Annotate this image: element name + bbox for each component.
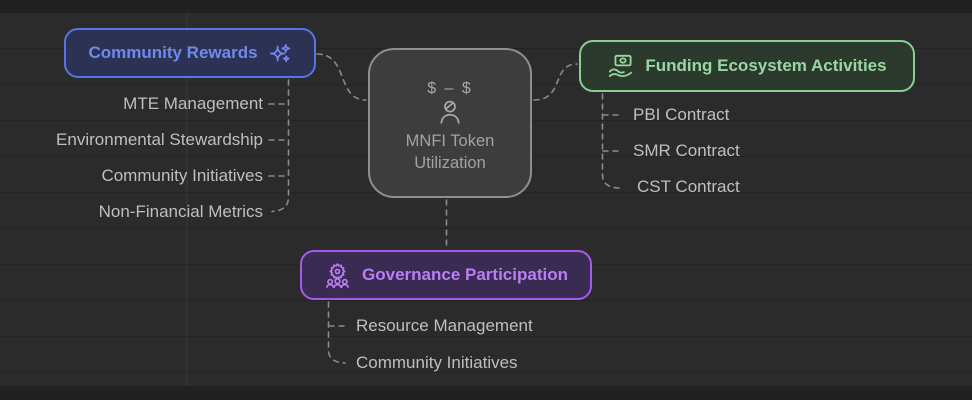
gear-people-icon — [326, 262, 349, 288]
rail-community — [271, 79, 290, 213]
item-community-initiatives-2[interactable]: Community Initiatives — [356, 353, 518, 372]
top-strip — [0, 0, 972, 13]
item-community-initiatives[interactable]: Community Initiatives — [101, 166, 263, 185]
branch-label-governance-participation: Governance Participation — [362, 265, 568, 284]
item-environmental-stewardship[interactable]: Environmental Stewardship — [56, 130, 263, 149]
branch-node-community-rewards[interactable]: Community Rewards — [64, 28, 316, 78]
branch-label-community-rewards: Community Rewards — [88, 43, 258, 62]
item-mte-management[interactable]: MTE Management — [123, 94, 263, 113]
item-non-financial-metrics[interactable]: Non-Financial Metrics — [98, 202, 263, 221]
edge-center-to-funding — [533, 63, 578, 101]
center-node-mnfi-token-utilization[interactable]: $ – $ MNFI Token Utilization — [368, 48, 532, 198]
rail-governance — [327, 301, 346, 364]
bottom-strip — [0, 386, 972, 400]
branch-node-funding-ecosystem-activities[interactable]: Funding Ecosystem Activities — [579, 40, 915, 92]
item-pbi-contract[interactable]: PBI Contract — [633, 105, 730, 124]
rail-funding — [601, 93, 620, 189]
center-node-title: MNFI Token Utilization — [405, 132, 495, 172]
branch-label-funding-ecosystem-activities: Funding Ecosystem Activities — [645, 56, 887, 75]
item-cst-contract[interactable]: CST Contract — [637, 177, 740, 196]
item-smr-contract[interactable]: SMR Contract — [633, 141, 740, 160]
hand-money-icon — [609, 54, 633, 77]
sparkles-icon — [269, 43, 290, 62]
money-exchange-caption: $ – $ — [427, 80, 473, 97]
person-icon — [440, 100, 460, 124]
edge-community-to-center — [316, 53, 367, 101]
branch-node-governance-participation[interactable]: Governance Participation — [300, 250, 592, 300]
item-resource-management[interactable]: Resource Management — [356, 316, 533, 335]
